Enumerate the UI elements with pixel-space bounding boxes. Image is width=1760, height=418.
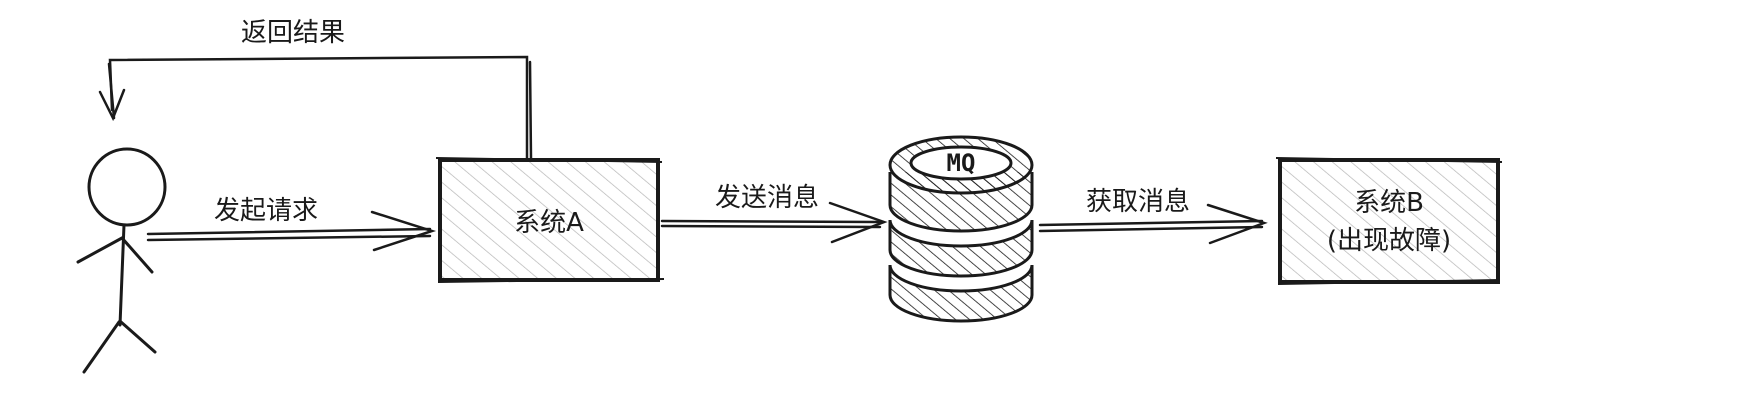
mq-label: MQ (946, 149, 976, 177)
user-figure (76, 147, 167, 374)
send-message-label: 发送消息 (715, 183, 820, 213)
get-message-label: 获取消息 (1086, 187, 1191, 217)
user-right-arm (120, 236, 154, 274)
return-result-label: 返回结果 (241, 18, 346, 48)
get-message-arrow (1038, 203, 1268, 245)
user-right-leg (119, 320, 157, 354)
mq-middle-segment (888, 219, 1034, 278)
user-head (87, 147, 167, 227)
user-left-leg (82, 320, 121, 374)
system-a-box (435, 157, 665, 283)
mq-bottom-segment (888, 264, 1034, 323)
send-request-arrow (146, 210, 437, 252)
send-message-arrow (660, 201, 888, 244)
user-left-arm (76, 236, 124, 264)
send-request-label: 发起请求 (214, 196, 319, 226)
return-result-arrow (98, 55, 533, 162)
system-b-box (1275, 157, 1503, 285)
mq-database (888, 135, 1034, 323)
mq-top-label-area (909, 145, 1013, 181)
system-b-label-line2: (出现故障) (1326, 226, 1452, 256)
system-b-label-line1: 系统B (1354, 188, 1424, 218)
system-a-label: 系统A (514, 208, 584, 238)
